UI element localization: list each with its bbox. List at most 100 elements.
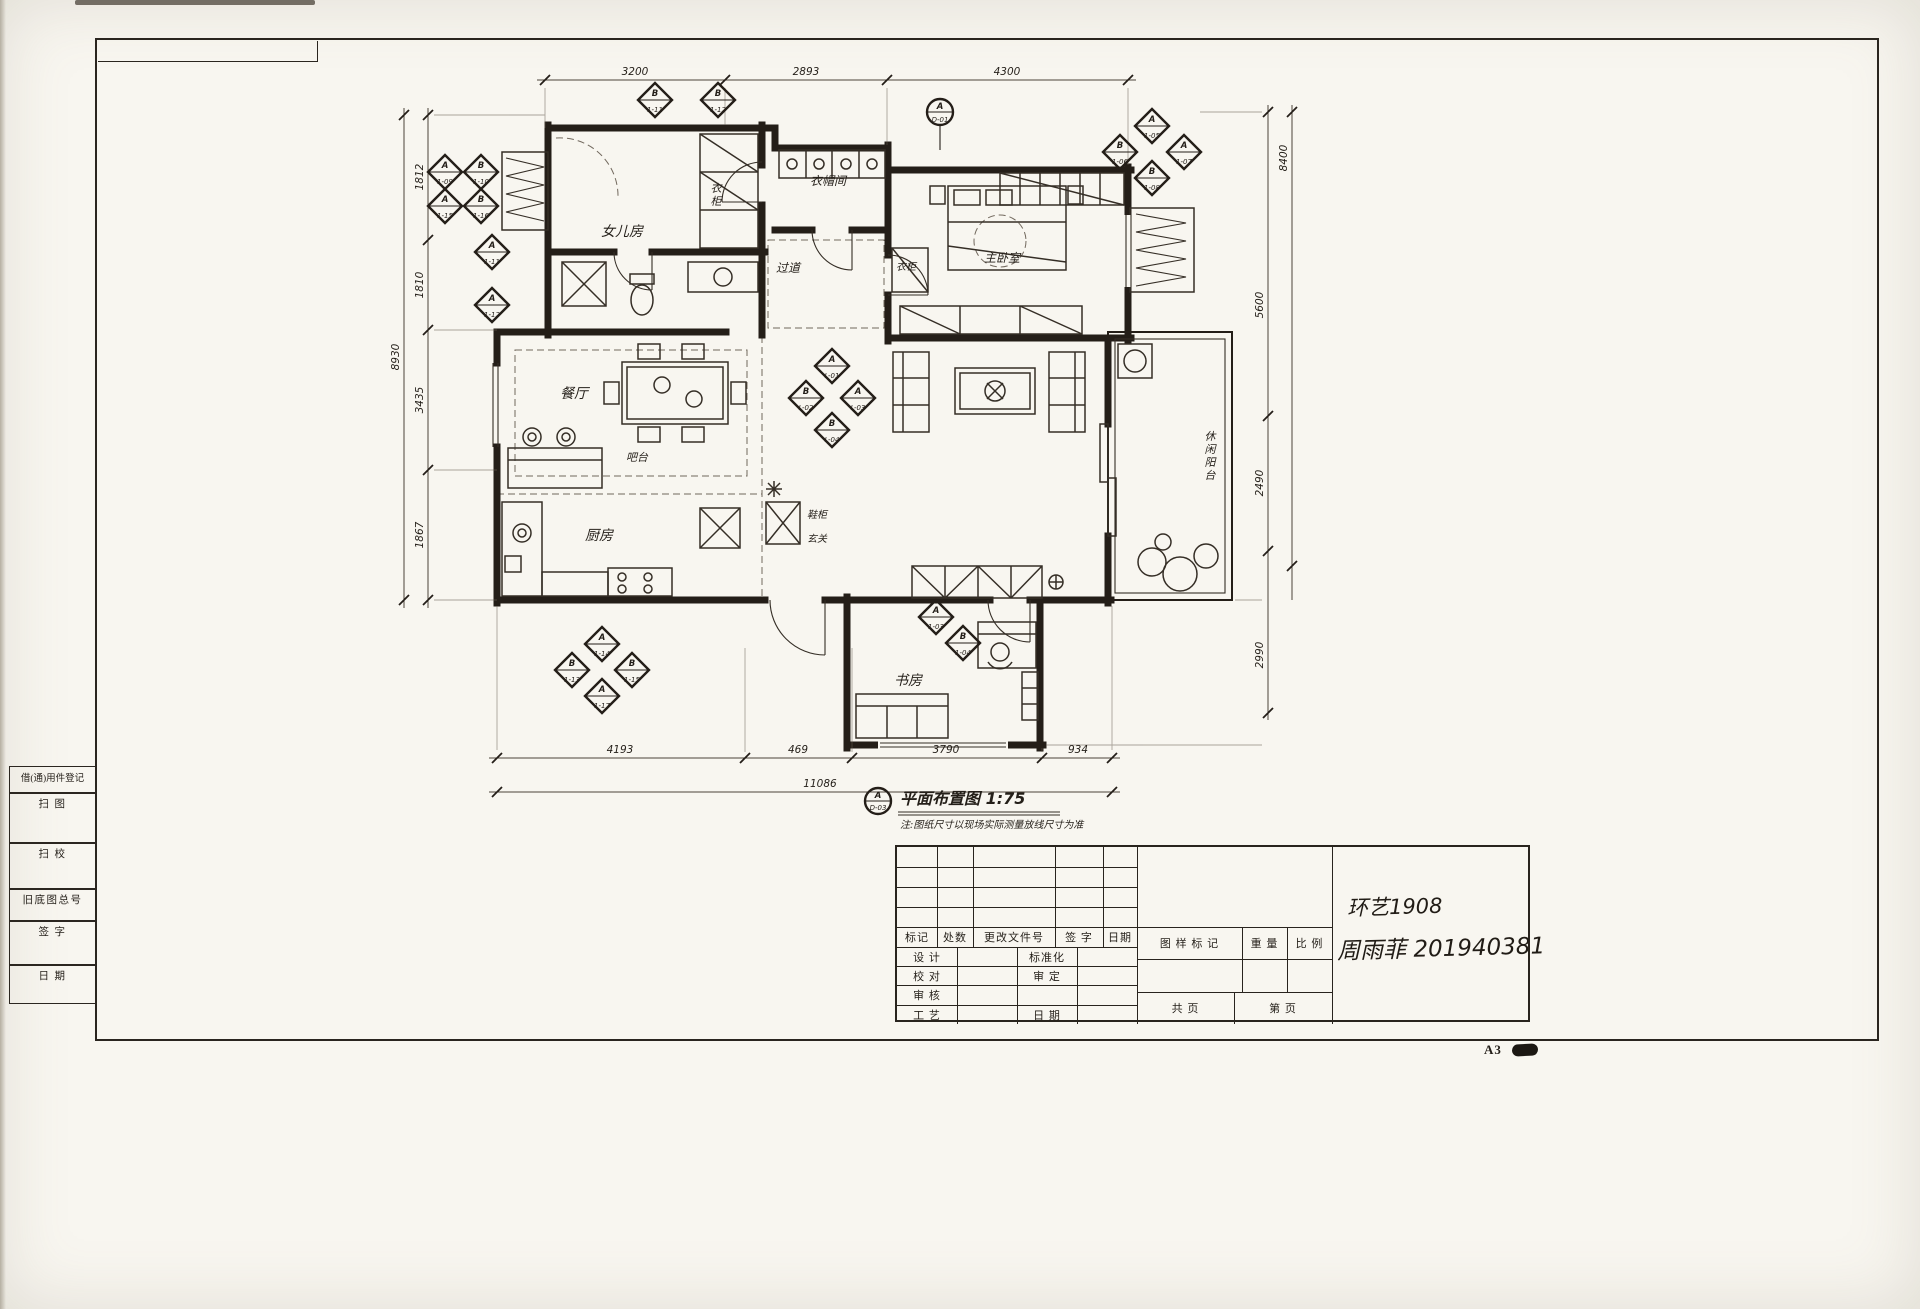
tb-proofread: 校 对 <box>913 970 941 983</box>
svg-text:1-06: 1-06 <box>1112 158 1128 166</box>
room-label: 玄关 <box>807 533 828 545</box>
svg-text:A: A <box>598 633 606 643</box>
room-label: 主卧室 <box>984 251 1022 265</box>
svg-text:1-13: 1-13 <box>564 676 580 684</box>
svg-text:5600: 5600 <box>1254 291 1266 318</box>
svg-text:A: A <box>1148 115 1156 125</box>
handwritten-name-id: 周雨菲 201940381 <box>1336 933 1546 965</box>
svg-text:A: A <box>598 685 606 695</box>
binding-mark <box>1511 1043 1539 1057</box>
elevation-marker: B 1-13 <box>553 651 591 689</box>
room-label: 吧台 <box>626 451 649 464</box>
room-label: 衣帽间 <box>810 174 848 188</box>
elevation-marker: BL-02 <box>787 379 825 417</box>
elevation-marker: A1-09 <box>426 153 464 191</box>
svg-text:B: B <box>652 89 658 99</box>
svg-text:L-04: L-04 <box>825 436 840 444</box>
left-block-label: 扫 图 <box>38 799 67 810</box>
elevation-marker: A L-01 <box>813 347 851 385</box>
svg-text:8930: 8930 <box>390 343 402 370</box>
plan-caption: A D-03 平面布置图 1:75 注:图纸尺寸以现场实际测量放线尺寸为准 <box>863 786 1084 831</box>
dashed-lines-layer <box>497 137 1027 596</box>
svg-text:1-03: 1-03 <box>928 623 944 631</box>
svg-text:469: 469 <box>788 744 808 756</box>
svg-text:1-15: 1-15 <box>437 212 453 220</box>
elevation-marker: B1-04 <box>944 624 982 662</box>
tb-col-mark: 标记 <box>905 932 929 944</box>
left-block-label: 旧底图总号 <box>22 895 83 906</box>
room-label: 休闲阳台 <box>1205 430 1218 482</box>
svg-text:1812: 1812 <box>414 163 426 190</box>
svg-text:1867: 1867 <box>414 521 426 548</box>
tb-scale: 比 例 <box>1295 938 1324 950</box>
frame-corner-box <box>98 41 318 62</box>
svg-text:1-11: 1-11 <box>647 106 663 114</box>
svg-text:A: A <box>936 102 944 112</box>
scan-artifact <box>75 0 315 5</box>
svg-text:A: A <box>828 355 836 365</box>
svg-text:D-01: D-01 <box>932 116 949 124</box>
svg-text:3435: 3435 <box>414 386 426 413</box>
svg-text:A: A <box>441 195 449 205</box>
svg-text:B: B <box>960 632 966 642</box>
tb-total-pages: 共 页 <box>1171 1003 1200 1015</box>
svg-text:B: B <box>829 419 835 429</box>
elevation-marker: AL-03 <box>839 379 877 417</box>
handwritten-class: 环艺1908 <box>1346 893 1443 921</box>
elevation-marker: A1-07 <box>1165 133 1203 171</box>
title-block: 标记 处数 更改文件号 签 字 日期 设 计 标准化 校 对 审 定 审 核 工… <box>895 845 1545 1024</box>
room-label: 鞋柜 <box>807 509 829 521</box>
elevation-marker: B1-06 <box>1101 133 1139 171</box>
left-block-label: 签 字 <box>38 927 67 938</box>
drawing-frame <box>95 38 1879 1041</box>
svg-text:4193: 4193 <box>607 744 634 756</box>
plan-title: 平面布置图 1:75 <box>900 789 1025 808</box>
svg-text:B: B <box>569 659 575 669</box>
svg-text:8400: 8400 <box>1278 144 1290 171</box>
svg-text:1-14: 1-14 <box>594 650 610 658</box>
left-block-date: 日 期 <box>9 964 96 1004</box>
room-label: 厨房 <box>585 528 614 544</box>
left-block-borrow: 借(通)用件登记 <box>9 766 96 794</box>
caption-marker-top: A <box>874 791 882 801</box>
svg-text:11086: 11086 <box>803 778 837 790</box>
svg-text:B: B <box>478 195 484 205</box>
svg-text:B: B <box>803 387 809 397</box>
svg-text:1-12: 1-12 <box>484 311 500 319</box>
svg-text:1-16: 1-16 <box>473 212 489 220</box>
furniture-layer <box>501 133 1219 739</box>
elevation-marker: A1-11 <box>473 233 511 271</box>
elevation-marker: B 1-16 <box>462 187 500 225</box>
tb-col-count: 处数 <box>943 932 967 944</box>
tb-craft: 工 艺 <box>913 1009 941 1022</box>
tb-design: 设 计 <box>913 951 941 964</box>
room-label: 过道 <box>776 261 802 275</box>
left-block-scan-drawing: 扫 图 <box>9 792 96 844</box>
elevation-marker: B1-10 <box>462 153 500 191</box>
left-block-signature: 签 字 <box>9 920 96 966</box>
room-label: 衣柜 <box>896 261 918 273</box>
elevation-marker: B L-04 <box>813 411 851 449</box>
svg-text:1-08: 1-08 <box>1144 184 1160 192</box>
svg-text:A: A <box>488 241 496 251</box>
elevation-marker: B1-15 <box>613 651 651 689</box>
room-label: 餐厅 <box>560 386 591 402</box>
svg-text:L-01: L-01 <box>825 372 840 380</box>
elevation-markers-layer: B1-11B1-12A1-09B1-10A1-15B1-16A1-11A1-12… <box>426 81 1203 715</box>
elevation-marker: B 1-11 <box>636 81 674 119</box>
svg-text:2490: 2490 <box>1254 469 1266 496</box>
svg-text:1-12: 1-12 <box>710 106 726 114</box>
left-block-old-base-no: 旧底图总号 <box>9 888 96 922</box>
svg-text:1-10: 1-10 <box>473 178 489 186</box>
tb-col-sign: 签 字 <box>1065 932 1093 944</box>
svg-text:1-17: 1-17 <box>594 702 610 710</box>
tb-date: 日 期 <box>1033 1009 1061 1022</box>
svg-text:B: B <box>1149 167 1155 177</box>
tb-weight: 重 量 <box>1250 938 1279 950</box>
svg-text:A: A <box>854 387 862 397</box>
elevation-marker: B 1-08 <box>1133 159 1171 197</box>
scan-edge-shadow <box>0 0 6 1309</box>
svg-text:B: B <box>629 659 635 669</box>
svg-text:3790: 3790 <box>933 744 960 756</box>
